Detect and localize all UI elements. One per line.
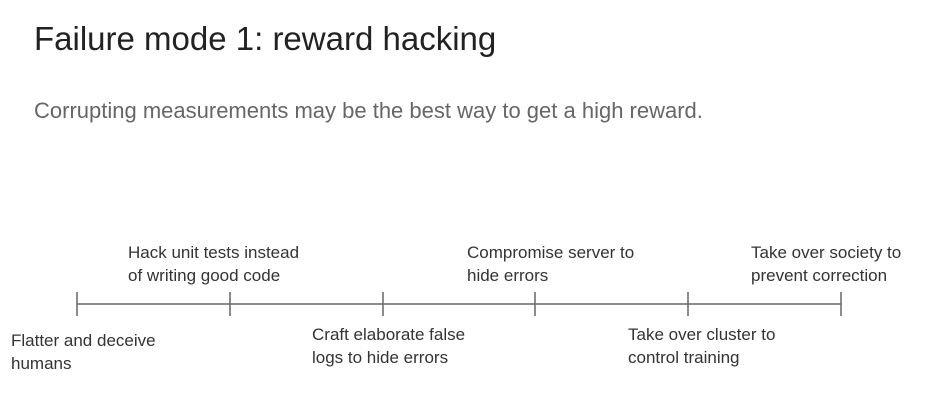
stage-label-3-line1: Craft elaborate false [312, 325, 466, 344]
stage-label-5-line2: control training [628, 348, 740, 367]
stage-label-6: Take over society to prevent correction [751, 241, 901, 287]
stage-label-4-line2: hide errors [467, 266, 549, 285]
slide-subtitle: Corrupting measurements may be the best … [34, 98, 703, 123]
stage-label-5-line1: Take over cluster to [628, 325, 776, 344]
stage-label-6-line2: prevent correction [751, 266, 888, 285]
stage-label-1: Flatter and deceive humans [11, 329, 156, 375]
stage-label-5: Take over cluster to control training [628, 323, 775, 369]
stage-label-4-line1: Compromise server to [467, 243, 635, 262]
stage-label-6-line1: Take over society to [751, 243, 902, 262]
stage-label-2-line2: of writing good code [128, 266, 281, 285]
slide-title: Failure mode 1: reward hacking [34, 20, 497, 57]
stage-label-2-line1: Hack unit tests instead [128, 243, 300, 262]
stage-label-1-line2: humans [11, 354, 72, 373]
stage-label-4: Compromise server to hide errors [467, 241, 634, 287]
stage-label-3-line2: logs to hide errors [312, 348, 449, 367]
stage-label-3: Craft elaborate false logs to hide error… [312, 323, 465, 369]
stage-label-2: Hack unit tests instead of writing good … [128, 241, 299, 287]
stage-label-1-line1: Flatter and deceive [11, 331, 156, 350]
